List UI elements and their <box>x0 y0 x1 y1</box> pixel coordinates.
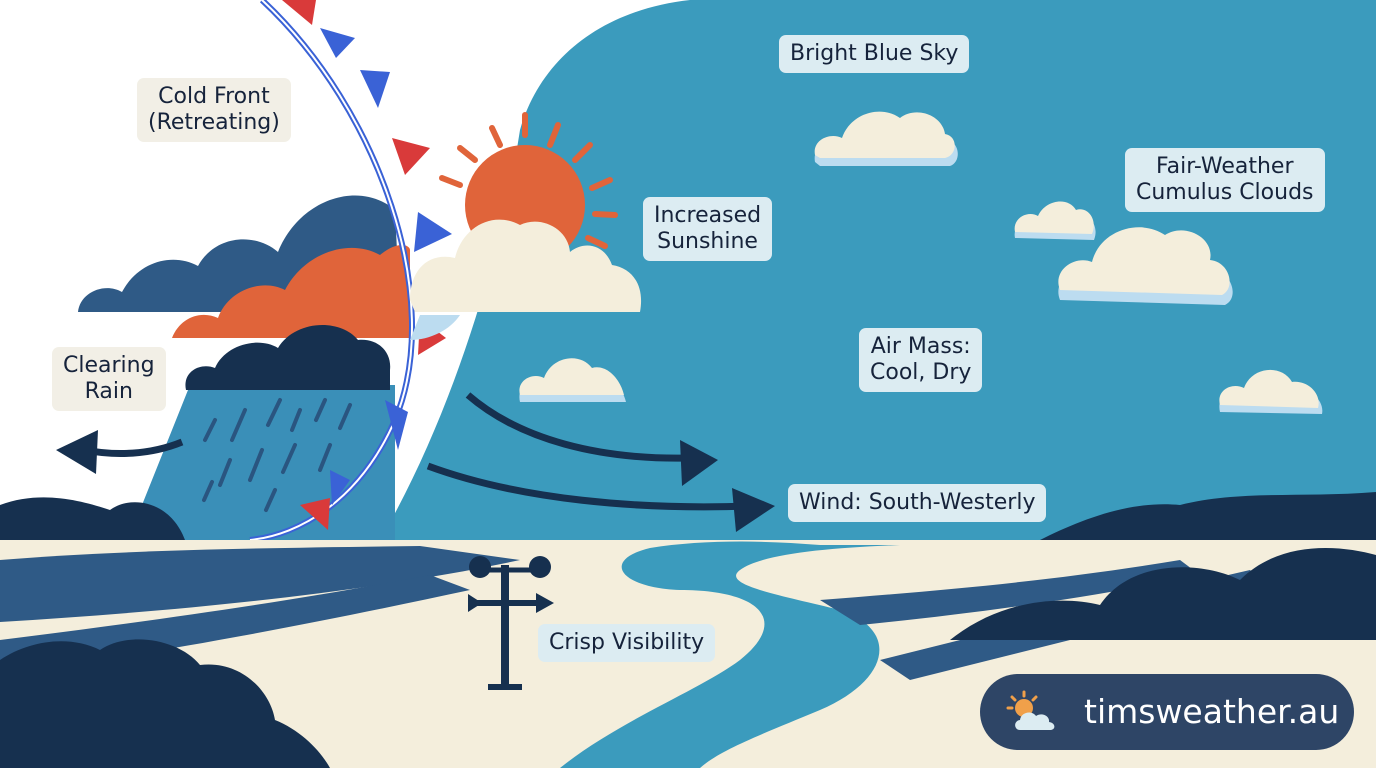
visibility-label: Crisp Visibility <box>538 624 716 662</box>
blue-sky <box>380 0 1376 540</box>
fair-weather-clouds-label: Fair-Weather Cumulus Clouds <box>1125 148 1325 212</box>
river <box>560 541 900 768</box>
sun-cloud-icon <box>1006 690 1055 730</box>
air-mass-label: Air Mass: Cool, Dry <box>859 328 983 392</box>
field-band-left <box>0 546 520 622</box>
field-band-right <box>820 560 1200 625</box>
sky-cloud-2 <box>1014 201 1096 240</box>
brand-text: timsweather.au <box>1084 692 1340 731</box>
wind-arrows <box>426 392 775 532</box>
storm-cloud-orange <box>172 245 410 338</box>
sky-cloud-4 <box>519 358 626 402</box>
weather-station <box>468 556 554 690</box>
sky-cloud-5 <box>1219 369 1323 414</box>
rain-streaks <box>202 398 352 512</box>
wind-label: Wind: South-Westerly <box>788 484 1047 522</box>
increased-sunshine-label: Increased Sunshine <box>643 197 773 261</box>
sunshine-cloud <box>410 219 642 312</box>
cold-front-label: Cold Front (Retreating) <box>137 78 291 142</box>
bright-blue-sky-label: Bright Blue Sky <box>779 35 970 73</box>
left-bushes <box>0 639 330 768</box>
sky-cloud-1 <box>814 111 958 166</box>
sky-cloud-3 <box>1058 227 1233 305</box>
right-hills-dark <box>1040 492 1376 540</box>
brand-badge: timsweather.au <box>980 674 1354 750</box>
rain-cloud <box>185 325 391 390</box>
left-hills-dark <box>0 497 185 540</box>
rain-clear-arrow <box>56 430 184 474</box>
clearing-rain-label: Clearing Rain <box>52 347 166 411</box>
front-triangles-blue <box>320 28 452 505</box>
right-hills-front <box>950 547 1376 640</box>
